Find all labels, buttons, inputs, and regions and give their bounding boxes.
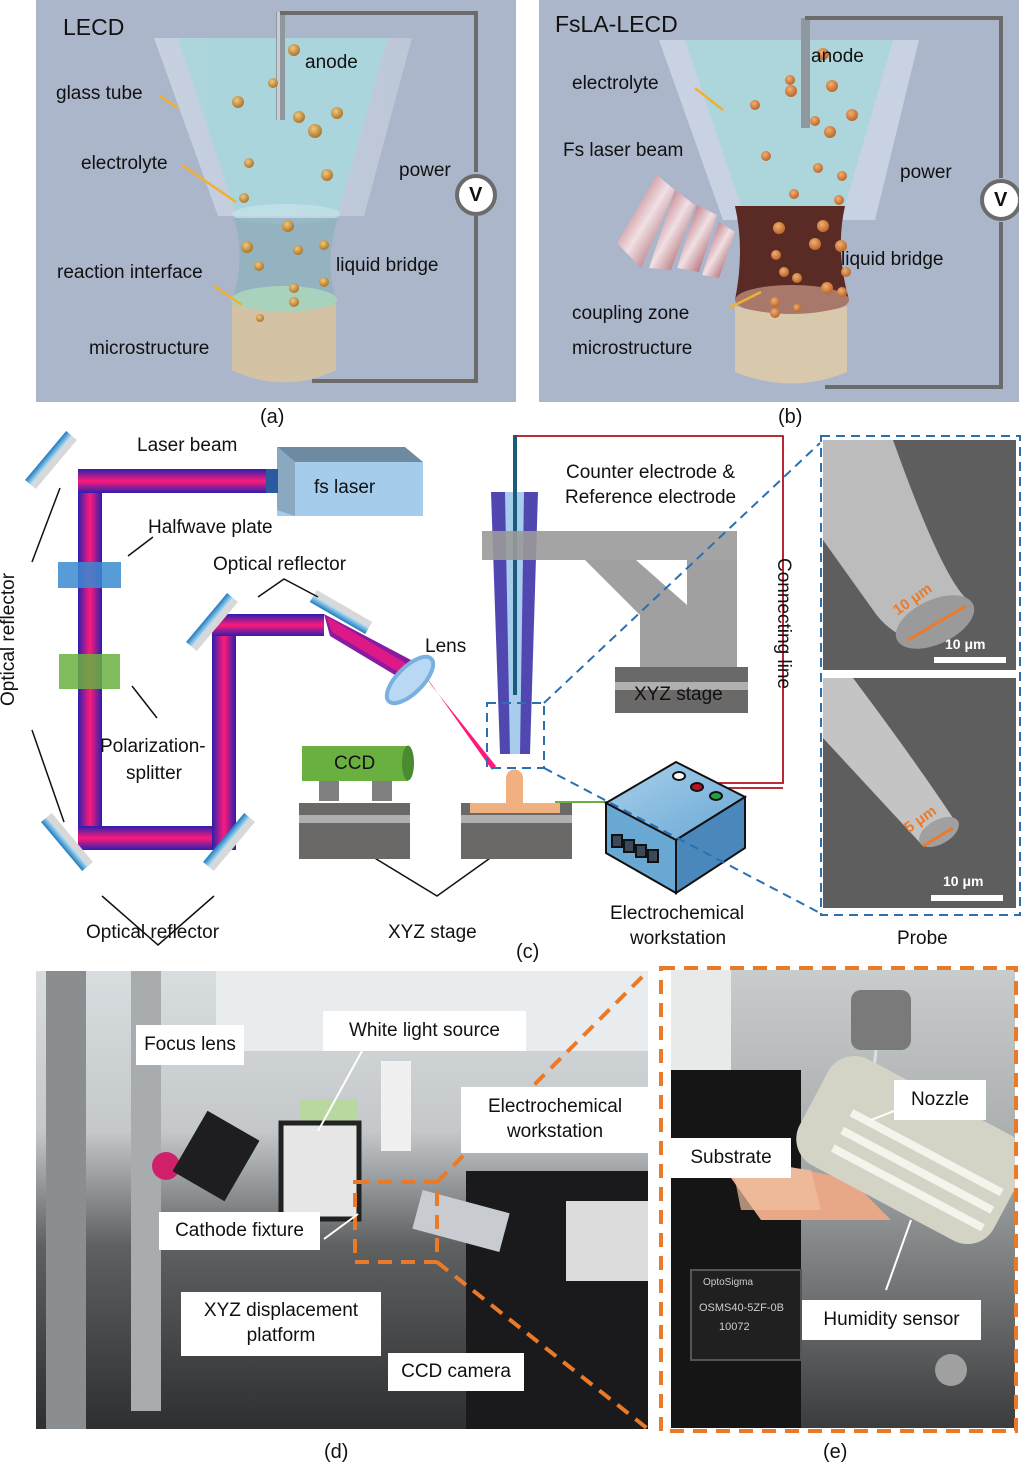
coupling-zone bbox=[735, 285, 849, 315]
label-optical-reflector-top: Optical reflector bbox=[213, 554, 347, 575]
label-power: power bbox=[399, 160, 451, 181]
label-liquid-bridge: liquid bridge bbox=[336, 255, 439, 276]
label-xyz-displacement-platform: XYZ displacement platform bbox=[181, 1292, 381, 1356]
polarization-splitter bbox=[59, 654, 120, 689]
sem-image-10um: 10 μm 10 μm bbox=[823, 440, 1016, 670]
xyz-stage-ccd bbox=[299, 803, 410, 859]
caption-b: (b) bbox=[778, 406, 803, 428]
label-laser-beam: Laser beam bbox=[137, 435, 238, 456]
label-focus-lens: Focus lens bbox=[136, 1025, 244, 1065]
label-xyz-platform-1: XYZ displacement bbox=[203, 1300, 359, 1322]
label-electrolyte: electrolyte bbox=[81, 153, 168, 174]
electrochemical-workstation bbox=[603, 760, 748, 895]
label-halfwave-plate: Halfwave plate bbox=[148, 517, 273, 538]
label-optical-reflector-bottom: Optical reflector bbox=[86, 922, 220, 943]
label-optical-reflector-left: Optical reflector bbox=[0, 572, 20, 707]
reaction-interface bbox=[231, 286, 337, 314]
laser-beam-path bbox=[78, 469, 496, 850]
label-electrolyte: electrolyte bbox=[572, 73, 659, 94]
label-reaction-interface: reaction interface bbox=[57, 262, 203, 283]
panel-a-title: LECD bbox=[63, 14, 125, 40]
sem-scale-bar-label: 10 μm bbox=[945, 636, 986, 652]
fs-laser-beam-segments bbox=[617, 175, 735, 278]
label-electrochemical-2: workstation bbox=[506, 1121, 604, 1142]
anode bbox=[801, 18, 810, 128]
label-microstructure: microstructure bbox=[89, 338, 210, 359]
xyz-stage-sample bbox=[461, 769, 572, 859]
label-glass-tube: glass tube bbox=[56, 83, 143, 104]
label-electrochemical-2: workstation bbox=[630, 928, 727, 949]
label-cathode-fixture: Cathode fixture bbox=[159, 1212, 320, 1250]
label-coupling-zone: coupling zone bbox=[572, 303, 690, 324]
voltmeter-symbol: V bbox=[469, 184, 483, 206]
panel-b-illustration bbox=[617, 16, 1019, 389]
label-electrochemical-1: Electrochemical bbox=[610, 903, 745, 924]
label-liquid-bridge: liquid bridge bbox=[841, 249, 944, 270]
caption-e: (e) bbox=[823, 1441, 848, 1463]
label-anode: anode bbox=[811, 46, 864, 67]
voltmeter bbox=[980, 179, 1019, 221]
label-xyz-platform-2: platform bbox=[246, 1325, 316, 1346]
lens bbox=[384, 654, 436, 706]
microstructure bbox=[232, 304, 336, 383]
panel-b-title: FsLA-LECD bbox=[555, 11, 678, 37]
label-xyz-stage-bottom: XYZ stage bbox=[388, 922, 477, 943]
label-xyz-stage-top: XYZ stage bbox=[634, 684, 723, 705]
label-humidity-sensor: Humidity sensor bbox=[802, 1300, 981, 1340]
label-microstructure: microstructure bbox=[572, 338, 693, 359]
label-lens: Lens bbox=[425, 636, 467, 657]
sem-image-5um: 5 μm 10 μm bbox=[823, 678, 1016, 908]
panel-e-photo: Nozzle Substrate Humidity sensor OptoSig… bbox=[671, 970, 1015, 1428]
circuit-wire bbox=[280, 11, 478, 172]
label-white-light-source: White light source bbox=[323, 1011, 526, 1051]
label-substrate: Substrate bbox=[671, 1138, 791, 1178]
caption-c: (c) bbox=[516, 941, 540, 963]
panel-d-photo: Focus lens White light source Electroche… bbox=[36, 971, 648, 1429]
label-fs-laser-beam: Fs laser beam bbox=[563, 140, 684, 161]
stage-label-brand: OptoSigma bbox=[703, 1277, 754, 1288]
label-electrochemical-1: Electrochemical bbox=[487, 1096, 623, 1118]
panel-a: LECD anode glass tube electrolyte power … bbox=[36, 0, 516, 402]
voltmeter bbox=[455, 174, 497, 216]
label-nozzle: Nozzle bbox=[894, 1080, 986, 1120]
label-ccd: CCD bbox=[334, 753, 376, 774]
panel-b: FsLA-LECD anode electrolyte Fs laser bea… bbox=[539, 0, 1019, 402]
label-power: power bbox=[900, 162, 952, 183]
electrolyte-cone bbox=[178, 38, 388, 214]
halfwave-plate bbox=[58, 562, 121, 588]
label-ccd-camera: CCD camera bbox=[388, 1353, 524, 1391]
label-polarization-splitter-2: splitter bbox=[126, 763, 182, 784]
label-probe: Probe bbox=[897, 928, 948, 949]
microstructure bbox=[735, 306, 847, 384]
panel-a-illustration bbox=[154, 11, 497, 383]
xyz-stage-arm bbox=[482, 531, 737, 670]
particles bbox=[232, 44, 343, 322]
anode bbox=[276, 12, 285, 120]
label-fs-laser: fs laser bbox=[314, 477, 376, 498]
label-counter-electrode-1: Counter electrode & bbox=[566, 462, 735, 483]
stage-label-model: OSMS40-5ZF-0B bbox=[699, 1302, 784, 1314]
particles bbox=[750, 48, 858, 318]
voltmeter-symbol: V bbox=[994, 189, 1008, 211]
callout-arrows bbox=[317, 1050, 363, 1240]
label-connecting-line: Connecting line bbox=[772, 558, 794, 689]
label-anode: anode bbox=[305, 52, 358, 73]
label-polarization-splitter-1: Polarization- bbox=[100, 736, 206, 757]
stage-label-serial: 10072 bbox=[719, 1321, 750, 1333]
sem-scale-bar-label: 10 μm bbox=[943, 873, 984, 889]
liquid-bridge bbox=[232, 218, 338, 300]
probe-capillary bbox=[491, 435, 538, 754]
label-electrochemical-workstation: Electrochemical workstation bbox=[461, 1087, 648, 1153]
electrolyte-cone bbox=[685, 40, 893, 206]
callout-arrows bbox=[755, 1095, 933, 1291]
caption-d: (d) bbox=[324, 1441, 349, 1463]
caption-a: (a) bbox=[260, 406, 285, 428]
label-counter-electrode-2: Reference electrode bbox=[565, 487, 737, 508]
circuit-wire bbox=[805, 16, 1003, 178]
